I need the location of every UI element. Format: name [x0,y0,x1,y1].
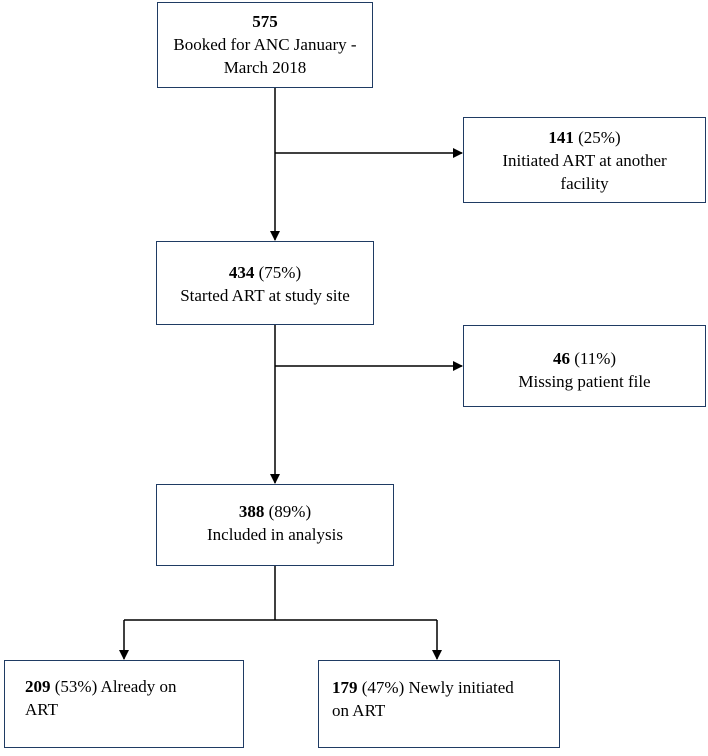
newly-initiated-count: 179 [332,678,358,697]
included-percent: (89%) [264,502,312,521]
started-art-box: 434 (75%) Started ART at study site [156,241,374,325]
booked-anc-box: 575 Booked for ANC January - March 2018 [157,2,373,88]
initiated-elsewhere-label-line1: Initiated ART at another [502,151,667,170]
included-count: 388 [238,502,265,521]
initiated-elsewhere-box: 141 (25%) Initiated ART at another facil… [463,117,706,203]
missing-file-box: 46 (11%) Missing patient file [463,325,706,407]
started-art-percent: (75%) [254,263,302,282]
included-analysis-box: 388 (89%) Included in analysis [156,484,394,566]
newly-initiated-label-line2: on ART [332,701,386,720]
booked-count: 575 [252,12,278,31]
already-on-art-count: 209 [25,677,51,696]
missing-file-label: Missing patient file [518,372,651,391]
initiated-elsewhere-count: 141 [548,128,574,147]
newly-initiated-label-line1: (47%) Newly initiated [357,678,514,697]
booked-label-line2: March 2018 [223,58,307,77]
included-label: Included in analysis [207,525,343,544]
newly-initiated-box: 179 (47%) Newly initiated on ART [318,660,560,748]
already-on-art-box: 209 (53%) Already on ART [4,660,244,748]
already-on-art-label-line1: (53%) Already on [50,677,177,696]
already-on-art-label-line2: ART [25,700,58,719]
missing-file-percent: (11%) [569,349,617,368]
started-art-label: Started ART at study site [180,286,350,305]
initiated-elsewhere-label-line2: facility [560,174,609,193]
booked-label-line1: Booked for ANC January - [173,35,357,54]
initiated-elsewhere-percent: (25%) [573,128,621,147]
started-art-count: 434 [228,263,255,282]
missing-file-count: 46 [552,349,570,368]
